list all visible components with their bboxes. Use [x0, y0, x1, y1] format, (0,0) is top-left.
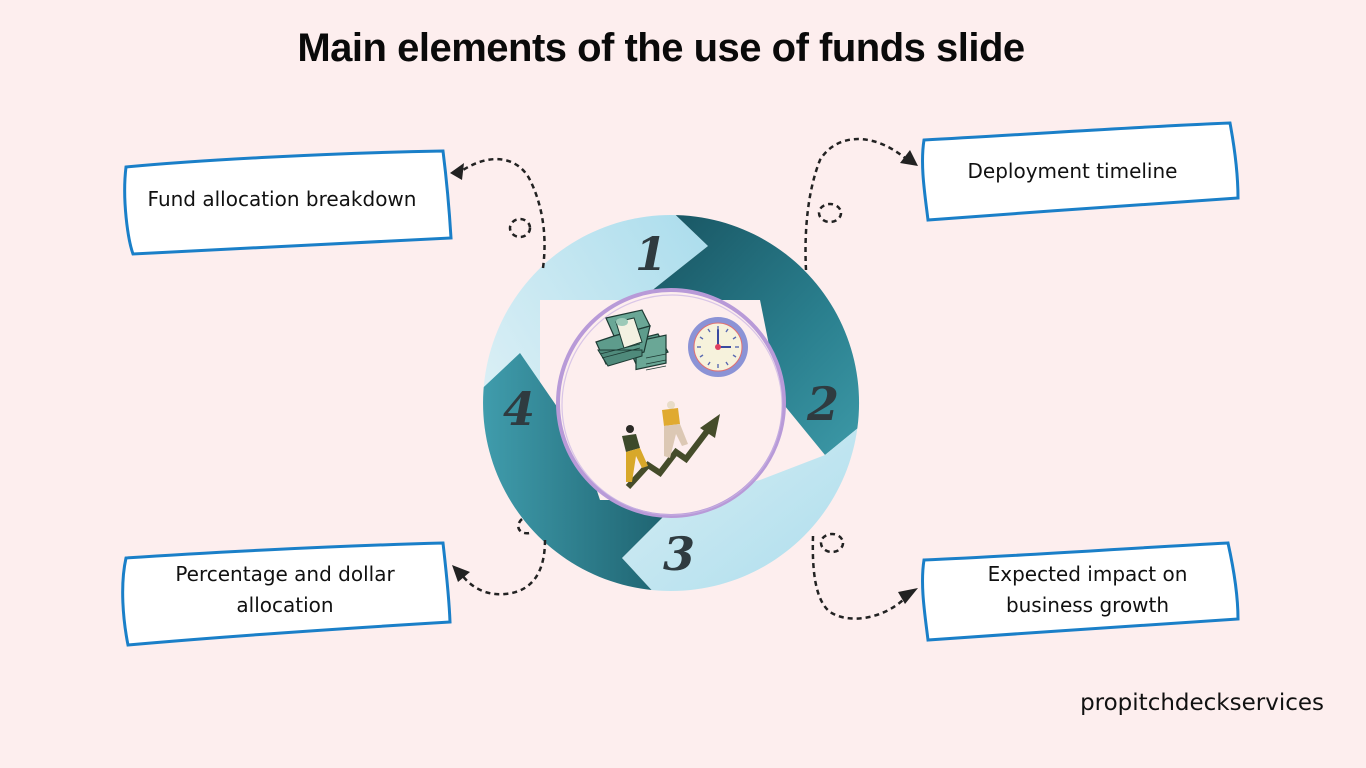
step-label-3: Expected impact on business growth	[940, 559, 1235, 621]
box-2-outline	[921, 121, 1240, 222]
money-stack-icon	[595, 309, 669, 371]
connector-2	[804, 137, 906, 271]
connector-1	[462, 157, 546, 269]
step-number-2: 2	[806, 377, 839, 431]
step-label-3-line-2: business growth	[1005, 593, 1170, 617]
step-label-1-line-1: Fund allocation breakdown	[147, 187, 417, 211]
step-label-4: Percentage and dollar allocation	[125, 559, 445, 621]
arrowhead-4	[452, 565, 470, 582]
step-number-1: 1	[635, 227, 667, 281]
brand-watermark: propitchdeckservices	[1080, 690, 1324, 716]
step-label-1: Fund allocation breakdown	[122, 184, 442, 215]
arrowhead-2	[900, 150, 918, 166]
box-4-outline	[121, 541, 452, 647]
step-label-4-line-1: Percentage and dollar	[175, 562, 395, 586]
page-title: Main elements of the use of funds slide	[297, 26, 1025, 70]
growth-climbers-icon	[622, 401, 720, 490]
step-number-4: 4	[503, 382, 535, 436]
step-label-2-line-1: Deployment timeline	[967, 159, 1178, 183]
step-label-2: Deployment timeline	[930, 156, 1215, 187]
box-3-outline	[921, 541, 1240, 642]
connector-3	[811, 532, 906, 620]
arrowhead-1	[450, 163, 464, 180]
clock-icon	[688, 317, 748, 377]
step-label-3-line-1: Expected impact on	[987, 562, 1188, 586]
connector-4	[460, 518, 547, 596]
step-number-3: 3	[663, 527, 695, 581]
arrowhead-3	[898, 588, 918, 604]
box-1-outline	[123, 149, 453, 256]
step-label-4-line-2: allocation	[236, 593, 334, 617]
